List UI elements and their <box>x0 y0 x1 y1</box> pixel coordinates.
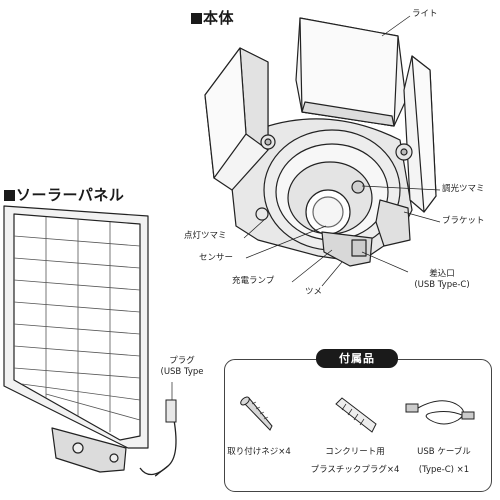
wall-plug-icon <box>335 397 377 433</box>
accessory-item-screw: 取り付けネジ×4 <box>214 447 304 458</box>
label-sensor: センサー <box>199 253 234 263</box>
label-port-line1: 差込口 <box>429 269 455 279</box>
square-bullet-icon <box>191 13 202 24</box>
accessories-title: 付属品 <box>316 349 398 368</box>
label-plug-line1: プラグ <box>169 356 195 366</box>
label-plug-line2: (USB Type <box>160 367 204 377</box>
accessory-wall-plug-line2: プラスチックプラグ×4 <box>310 465 400 475</box>
label-port-line2: (USB Type-C) <box>414 280 470 290</box>
accessory-item-usb-cable: USB ケーブル (Type-C) ×1 <box>402 447 486 476</box>
label-knob: ツメ <box>305 287 323 297</box>
accessory-usb-cable-line1: USB ケーブル <box>417 447 471 457</box>
main-unit-heading: 本体 <box>191 7 234 28</box>
solar-panel-heading: ソーラーパネル <box>4 184 124 205</box>
accessory-item-wall-plug: コンクリート用 プラスチックプラグ×4 <box>300 447 410 476</box>
screw-icon <box>240 396 273 431</box>
usb-cable-icon <box>405 400 475 425</box>
label-lighting-knob: 点灯ツマミ <box>184 231 227 241</box>
label-charge-lamp: 充電ランプ <box>232 276 275 286</box>
label-dimmer-knob: 調光ツマミ <box>442 184 485 194</box>
square-bullet-icon <box>4 190 15 201</box>
accessory-screw-line1: 取り付けネジ×4 <box>227 447 291 457</box>
main-unit-heading-text: 本体 <box>203 9 235 27</box>
solar-panel-heading-text: ソーラーパネル <box>16 186 125 204</box>
label-port: 差込口 (USB Type-C) <box>402 269 482 291</box>
accessory-wall-plug-line1: コンクリート用 <box>325 447 385 457</box>
label-bracket: ブラケット <box>442 216 485 226</box>
label-light: ライト <box>412 9 438 19</box>
accessory-usb-cable-line2: (Type-C) ×1 <box>418 465 470 475</box>
label-plug: プラグ (USB Type <box>152 356 212 378</box>
